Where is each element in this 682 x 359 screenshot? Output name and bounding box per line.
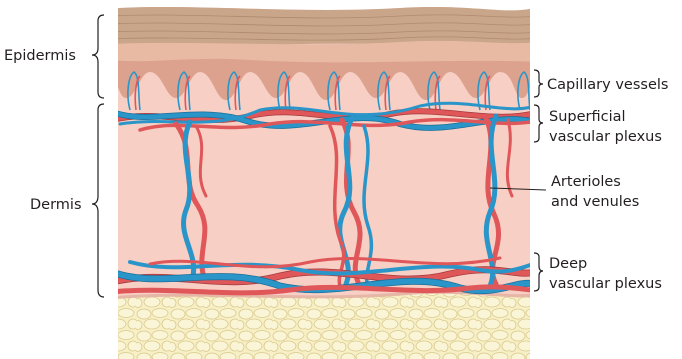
epidermis-brace: [92, 15, 104, 98]
capillary-brace: [534, 70, 543, 97]
dermis-label: Dermis: [30, 197, 82, 213]
dermal-papillae: [110, 59, 540, 100]
tissue-layers: [110, 0, 540, 359]
subcutis-fat: [110, 292, 540, 359]
deep-plexus-brace: [534, 253, 543, 291]
epidermis-label: Epidermis: [4, 48, 76, 64]
superficial-plexus-label-2: vascular plexus: [549, 129, 662, 145]
dermis-brace: [92, 104, 104, 297]
arterioles-label-1: Arterioles: [551, 174, 621, 190]
superficial-plexus-label-1: Superficial: [549, 109, 626, 125]
capillary-vessels-label: Capillary vessels: [547, 77, 668, 93]
deep-plexus-label-1: Deep: [549, 256, 587, 272]
deep-plexus-label-2: vascular plexus: [549, 276, 662, 292]
arterioles-label-2: and venules: [551, 194, 639, 210]
superficial-plexus-brace: [534, 105, 543, 142]
